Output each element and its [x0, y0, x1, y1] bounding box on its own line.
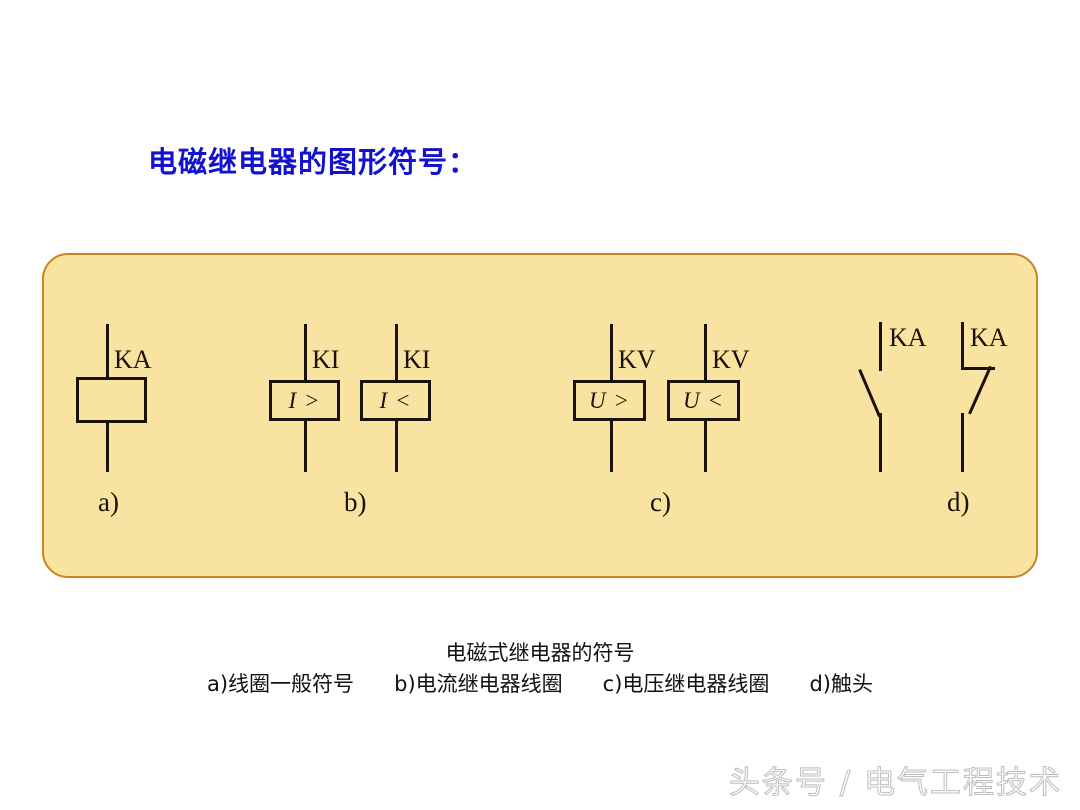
- coil-box-label: U >: [589, 387, 630, 413]
- symbol-group-c: U > KV U < KV c): [560, 255, 820, 576]
- page-title: 电磁继电器的图形符号：: [148, 145, 479, 179]
- coil-lead-lower: [106, 423, 109, 472]
- symbol-panel: KA a) I > KI I < KI b) U > KV U <: [42, 253, 1038, 578]
- symbol-group-d: KA KA d): [844, 255, 1040, 576]
- coil-lead-upper: [304, 324, 307, 380]
- coil-box-kv-over: U >: [573, 380, 646, 421]
- device-designation-ka: KA: [970, 323, 1008, 352]
- caption-legend: a)线圈一般符号 b)电流继电器线圈 c)电压继电器线圈 d)触头: [207, 672, 873, 696]
- device-designation-kv: KV: [712, 345, 750, 374]
- device-designation-ki: KI: [312, 345, 340, 374]
- coil-box-label: U <: [683, 387, 724, 413]
- device-designation-ki: KI: [403, 345, 431, 374]
- part-label-d: d): [947, 487, 970, 517]
- part-label-a: a): [98, 487, 119, 517]
- coil-lead-lower: [395, 421, 398, 472]
- device-designation-ka: KA: [114, 345, 152, 374]
- part-label-b: b): [344, 487, 367, 517]
- no-contact-upper-terminal: [879, 322, 882, 371]
- nc-contact-upper-terminal: [961, 322, 964, 370]
- watermark: 头条号 / 电气工程技术: [728, 765, 1062, 802]
- coil-box-kv-under: U <: [667, 380, 740, 421]
- nc-contact-crossbar: [961, 367, 995, 370]
- part-label-c: c): [650, 487, 671, 517]
- no-contact-lower-terminal: [879, 413, 882, 472]
- coil-box-label: I >: [288, 387, 321, 413]
- symbol-group-b: I > KI I < KI b): [256, 255, 516, 576]
- device-designation-kv: KV: [618, 345, 656, 374]
- figure-caption: 电磁式继电器的符号 a)线圈一般符号 b)电流继电器线圈 c)电压继电器线圈 d…: [0, 638, 1080, 700]
- coil-box-label: I <: [379, 387, 412, 413]
- coil-lead-lower: [304, 421, 307, 472]
- coil-lead-upper: [395, 324, 398, 380]
- nc-contact-blade: [968, 365, 992, 415]
- no-contact-blade: [858, 369, 881, 418]
- caption-title: 电磁式继电器的符号: [445, 641, 635, 665]
- coil-lead-upper: [106, 324, 109, 377]
- coil-lead-upper: [610, 324, 613, 380]
- coil-box-ka: [76, 377, 147, 423]
- coil-lead-lower: [610, 421, 613, 472]
- coil-lead-upper: [704, 324, 707, 380]
- coil-lead-lower: [704, 421, 707, 472]
- nc-contact-lower-terminal: [961, 413, 964, 472]
- coil-box-ki-under: I <: [360, 380, 431, 421]
- device-designation-ka: KA: [889, 323, 927, 352]
- symbol-group-a: KA a): [44, 255, 284, 576]
- coil-box-ki-over: I >: [269, 380, 340, 421]
